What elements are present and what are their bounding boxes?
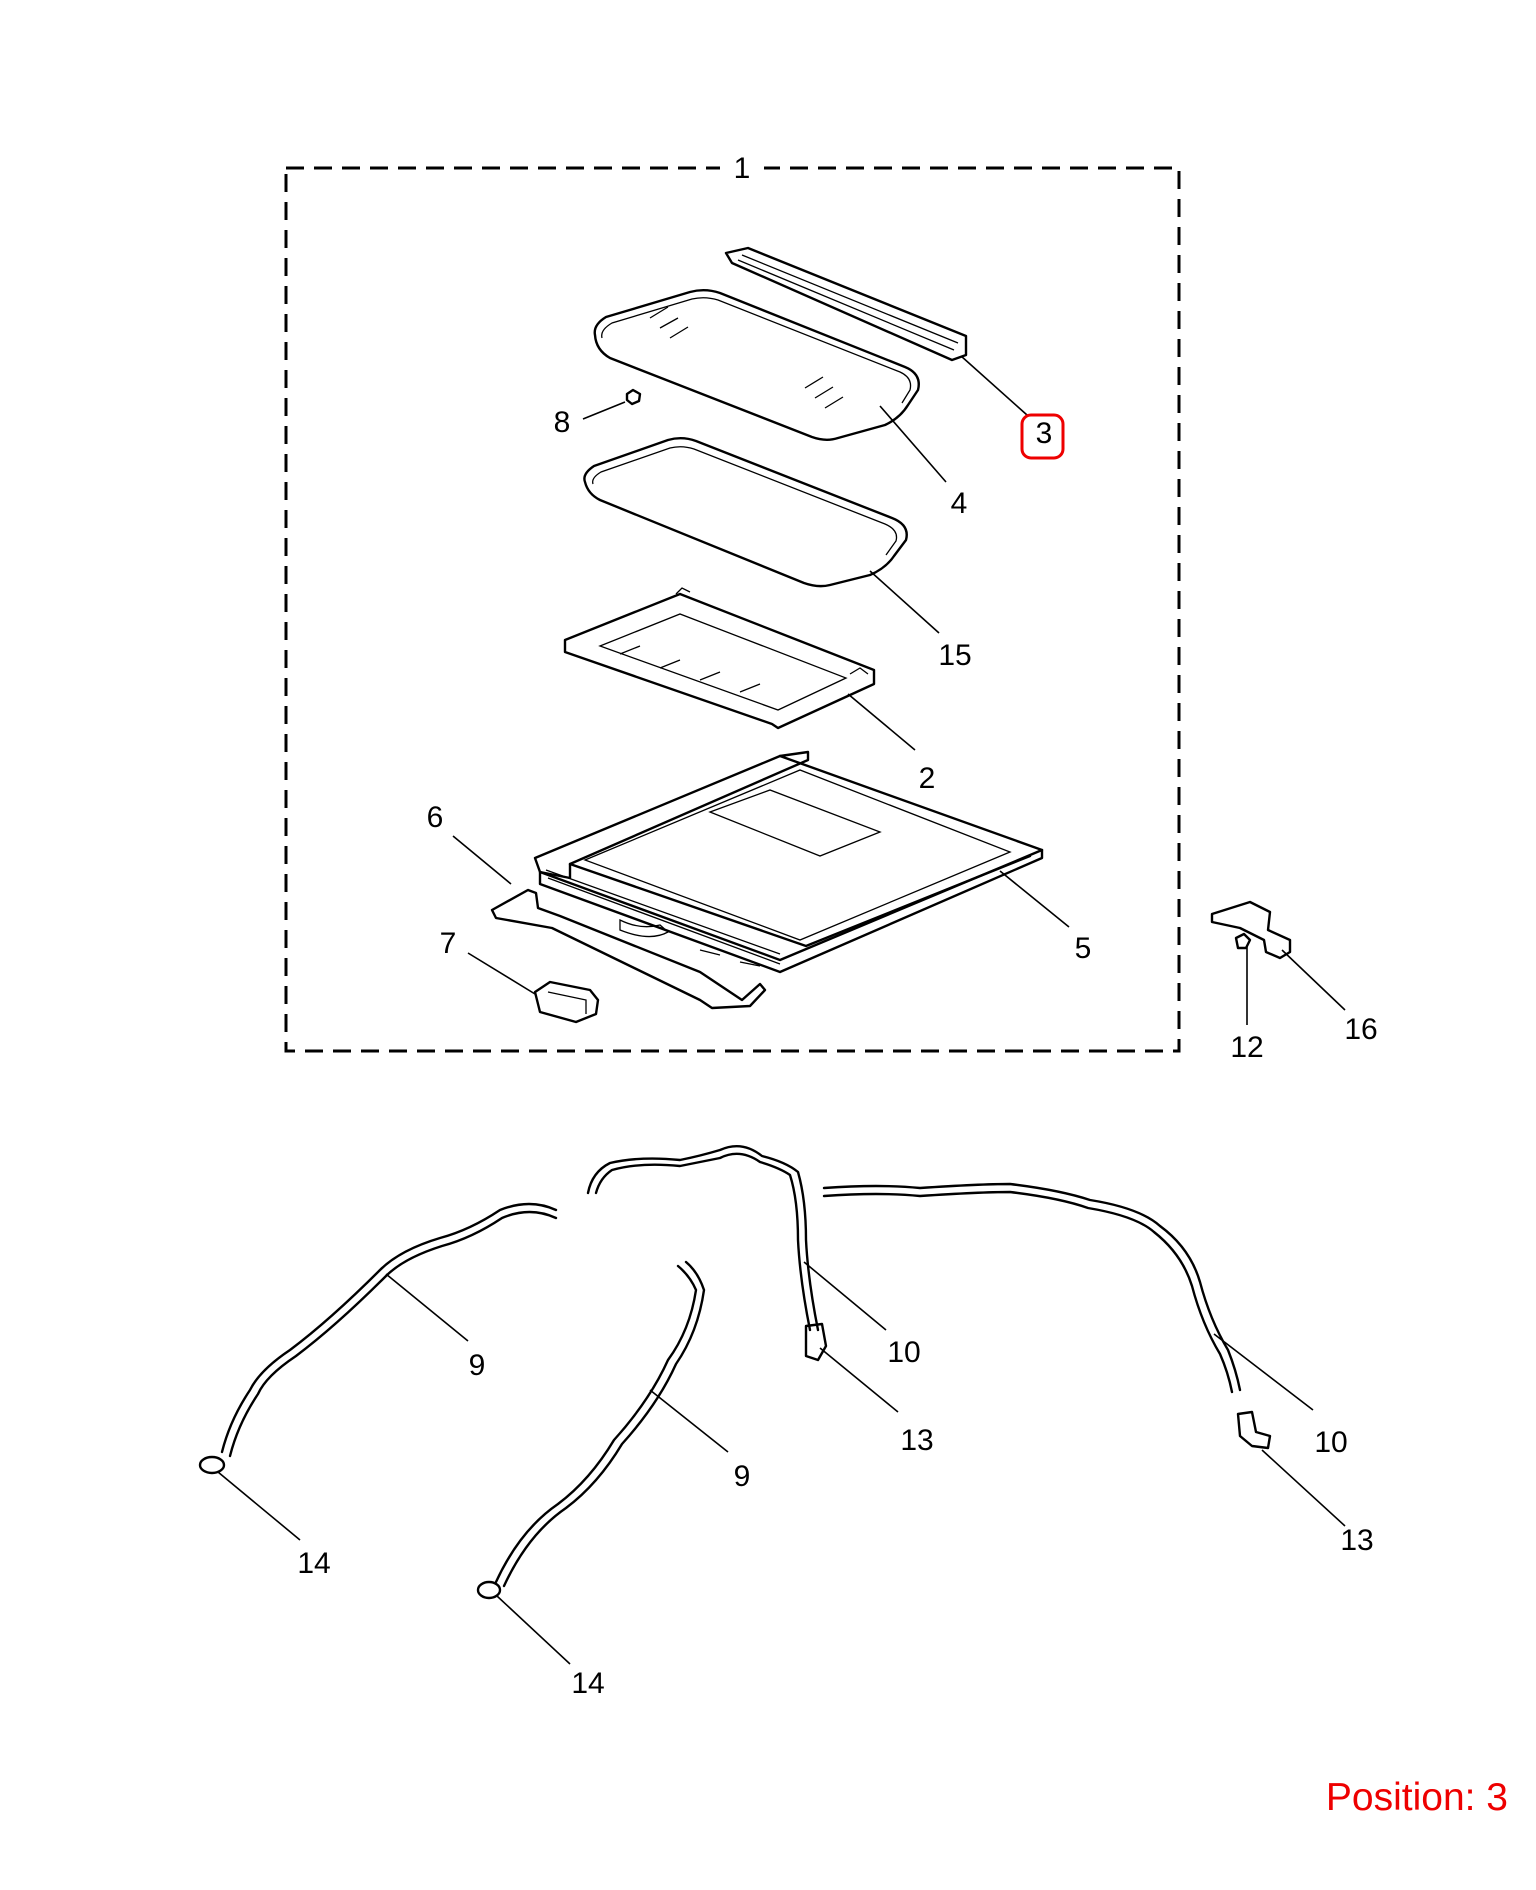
callout-3[interactable]: 3 <box>1036 417 1053 450</box>
callout-15[interactable]: 15 <box>938 639 971 672</box>
rail-assembly-part[interactable] <box>533 750 1044 974</box>
callout-13-right[interactable]: 13 <box>1340 1524 1373 1557</box>
callout-5[interactable]: 5 <box>1075 932 1092 965</box>
motor-part[interactable] <box>533 980 600 1024</box>
fastener-part[interactable] <box>1234 932 1252 950</box>
drain-hose-rear-left-part[interactable] <box>586 1144 820 1332</box>
callout-12[interactable]: 12 <box>1230 1031 1263 1064</box>
drain-hose-front-left-part[interactable] <box>220 1202 558 1458</box>
frame-part[interactable] <box>563 587 876 730</box>
callout-4[interactable]: 4 <box>951 487 968 520</box>
callout-9-left[interactable]: 9 <box>469 1349 486 1382</box>
position-label: Position: 3 <box>1325 1776 1508 1819</box>
callout-2[interactable]: 2 <box>919 762 936 795</box>
nut-part[interactable] <box>625 388 642 406</box>
connector-right-part[interactable] <box>1236 1410 1272 1450</box>
assembly-boundary <box>284 166 1181 1053</box>
callout-1[interactable]: 1 <box>734 152 751 185</box>
callout-8[interactable]: 8 <box>554 406 571 439</box>
seal-part[interactable] <box>583 437 908 588</box>
callout-6[interactable]: 6 <box>427 801 444 834</box>
callout-10-right[interactable]: 10 <box>1314 1426 1347 1459</box>
callout-13-left[interactable]: 13 <box>900 1424 933 1457</box>
bracket-part[interactable] <box>1210 900 1292 960</box>
callout-9-right[interactable]: 9 <box>734 1460 751 1493</box>
callout-10-left[interactable]: 10 <box>887 1336 920 1369</box>
connector-left-part[interactable] <box>804 1322 828 1362</box>
drain-hose-rear-right-part[interactable] <box>822 1182 1242 1394</box>
callout-7[interactable]: 7 <box>440 927 457 960</box>
callout-14-left[interactable]: 14 <box>297 1547 330 1580</box>
drain-hose-front-right-part[interactable] <box>494 1260 706 1588</box>
callout-14-right[interactable]: 14 <box>571 1667 604 1700</box>
callout-3-highlight <box>1020 413 1065 460</box>
grommet-right-part[interactable] <box>476 1580 502 1600</box>
deflector-part[interactable] <box>724 246 968 362</box>
grommet-left-part[interactable] <box>198 1455 226 1475</box>
callout-16[interactable]: 16 <box>1344 1013 1377 1046</box>
glass-panel-part[interactable] <box>593 289 920 441</box>
cable-part[interactable] <box>490 888 767 1010</box>
